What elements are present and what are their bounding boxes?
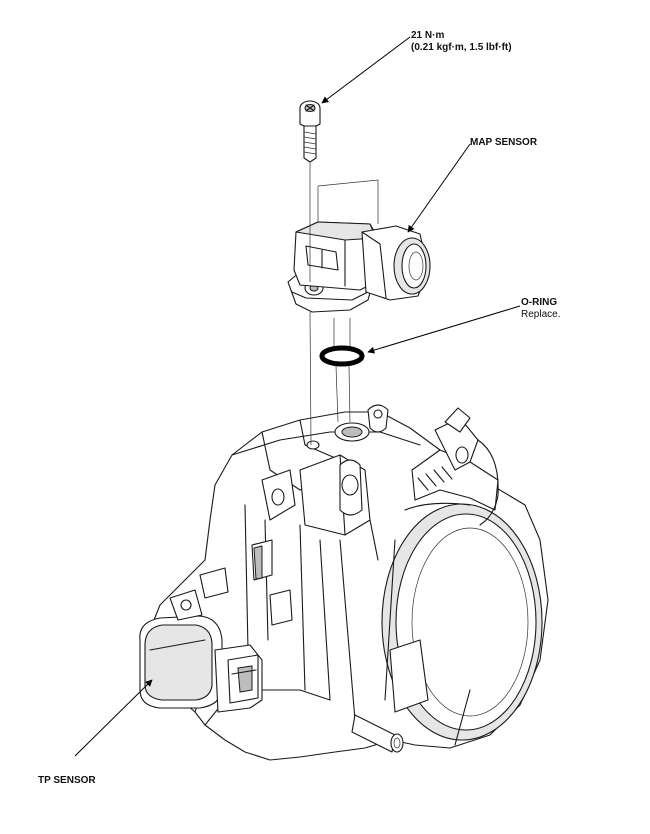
bolt-icon (299, 100, 321, 163)
alignment-lines (309, 162, 379, 446)
map-sensor-label: MAP SENSOR (470, 137, 538, 148)
tp-sensor-label: TP SENSOR (38, 775, 96, 786)
o-ring-note: Replace. (521, 309, 561, 320)
map-sensor (287, 221, 431, 313)
map-sensor-leader (407, 143, 471, 233)
torque-alt-label: (0.21 kgf·m, 1.5 lbf·ft) (411, 42, 512, 53)
torque-leader (321, 36, 411, 104)
torque-value-label: 21 N·m (411, 30, 445, 41)
o-ring-label: O-RING (521, 297, 558, 308)
tp-sensor-leader (74, 679, 153, 757)
tp-sensor (139, 567, 263, 713)
vacuum-nipple (351, 714, 404, 753)
leader-lines (74, 36, 521, 757)
o-ring-icon (319, 345, 365, 367)
o-ring-leader (367, 305, 521, 354)
